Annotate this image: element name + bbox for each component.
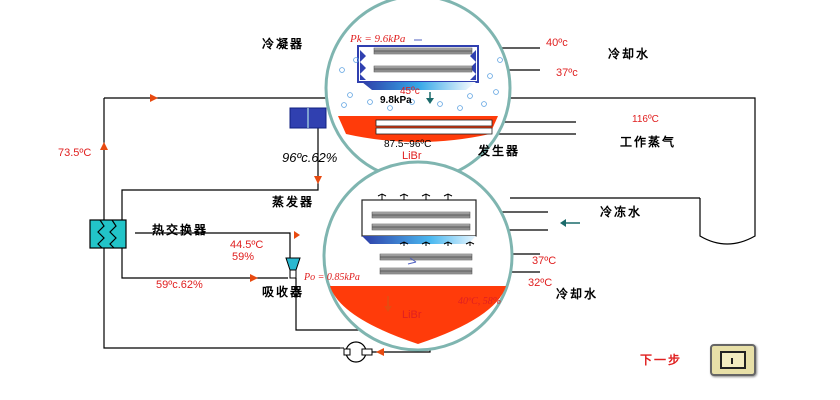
next-step-button[interactable]: [710, 344, 756, 376]
label-cond-out-temp: 40ºc: [546, 37, 568, 49]
condenser-generator-vessel: [324, 0, 512, 182]
generator-steam-valve: [289, 107, 327, 129]
flow-arrows: [100, 94, 384, 356]
chilled-water-arrow: [560, 219, 580, 227]
label-heat-exchanger: 热交换器: [152, 222, 208, 237]
label-chill-temp-1: 37ºC: [532, 255, 556, 267]
label-chill-temp-2: 32ºC: [528, 277, 552, 289]
label-working-steam: 工作蒸气: [620, 134, 676, 149]
label-libr-top: LiBr: [402, 150, 422, 162]
label-cooling-water-bottom: 冷却水: [556, 286, 598, 301]
label-cond-pressure: 9.8kPa: [380, 95, 412, 106]
evaporator-absorber-vessel: [322, 39, 514, 352]
pump-icon: [340, 341, 373, 363]
label-libr-bottom: LiBr: [402, 309, 422, 321]
label-gen-outlet: 96ºc.62%: [282, 150, 337, 165]
label-condenser: 冷凝器: [262, 36, 304, 51]
label-cooling-water-top: 冷却水: [608, 46, 650, 61]
heat-exchanger-icon: [89, 219, 127, 249]
label-left-line-temp: 73.5ºC: [58, 147, 91, 159]
label-pk-pressure: Pk = 9.6kPa: [349, 33, 406, 45]
label-steam-temp: 116ºC: [632, 114, 659, 125]
label-next-step: 下一步: [640, 352, 682, 367]
water-tank: [699, 198, 756, 245]
label-abs-bottom: 40ºC, 58%: [458, 296, 501, 307]
label-cond-in-temp: 37ºc: [556, 67, 578, 79]
throttle-valve-icon: [285, 257, 301, 279]
label-abs-pressure: Po = 0.85kPa: [303, 272, 360, 283]
label-absorber: 吸收器: [262, 284, 304, 299]
label-abs-in-temp: 44.5ºC: [230, 239, 263, 251]
next-arrow-icon: [720, 351, 746, 369]
label-gen-range: 87.5~96ºC: [384, 139, 431, 150]
label-generator: 发生器: [477, 143, 520, 158]
label-hx-out: 59ºc.62%: [156, 279, 203, 291]
label-evaporator: 蒸发器: [272, 194, 314, 209]
label-cond-temp: 45ºc: [400, 86, 420, 97]
label-chilled-water: 冷冻水: [600, 204, 642, 219]
label-abs-in-conc: 59%: [232, 251, 254, 263]
